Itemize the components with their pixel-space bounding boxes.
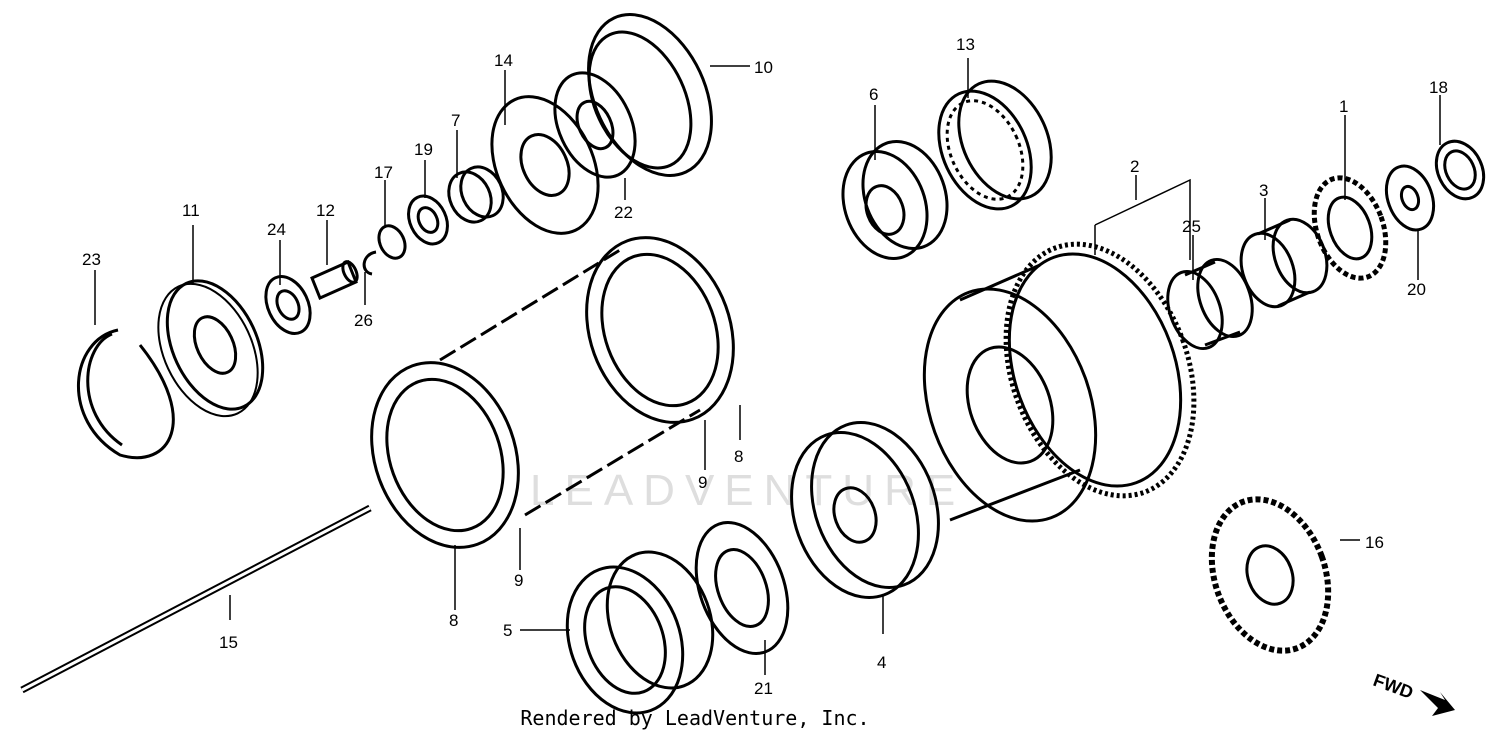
part-collar (447, 165, 505, 224)
label-part-14: 14 (494, 51, 513, 70)
fwd-label: FWD (1371, 670, 1416, 703)
label-part-5: 5 (503, 621, 512, 640)
label-part-23: 23 (82, 250, 101, 269)
label-part-9-upper: 9 (698, 473, 707, 492)
label-part-16: 16 (1365, 533, 1384, 552)
label-part-11: 11 (182, 201, 200, 220)
label-part-22: 22 (614, 203, 633, 222)
part-one-way-clutch (841, 140, 949, 260)
part-output-gear (1208, 496, 1332, 654)
part-plate (157, 279, 265, 418)
label-part-25: 25 (1182, 217, 1201, 236)
label-part-21: 21 (754, 679, 773, 698)
label-part-7: 7 (451, 111, 460, 130)
label-part-1: 1 (1339, 97, 1348, 116)
part-needle-bearing (1166, 257, 1254, 351)
part-bearing (264, 275, 312, 335)
watermark-text: LEADVENTURE (530, 466, 965, 515)
part-washer-large (694, 521, 790, 655)
label-part-6: 6 (869, 85, 878, 104)
part-thrust-washer (553, 71, 637, 179)
label-part-4: 4 (877, 653, 886, 672)
part-nut (377, 224, 407, 260)
part-washer (407, 194, 449, 246)
label-part-17: 17 (374, 163, 393, 182)
label-part-26: 26 (354, 311, 373, 330)
part-pin (310, 259, 359, 301)
part-clip (362, 250, 377, 276)
part-gear-hub (790, 421, 940, 599)
part-sprocket (1311, 175, 1389, 281)
label-part-9-lower: 9 (514, 571, 523, 590)
label-part-20: 20 (1407, 280, 1426, 299)
part-clutch-drum (922, 241, 1197, 523)
part-shaft-core (21, 506, 371, 692)
label-part-8-upper: 8 (734, 447, 743, 466)
credit-text: Rendered by LeadVenture, Inc. (520, 706, 870, 730)
label-part-13: 13 (956, 35, 975, 54)
part-bushing (1239, 217, 1329, 309)
label-part-18: 18 (1429, 78, 1448, 97)
label-part-10: 10 (754, 58, 773, 77)
fwd-arrow-icon (1420, 690, 1455, 716)
label-part-2: 2 (1130, 157, 1139, 176)
label-part-12: 12 (316, 201, 335, 220)
label-part-24: 24 (267, 220, 286, 239)
part-clutch-pack (370, 236, 735, 549)
label-part-8-lower: 8 (449, 611, 458, 630)
label-part-19: 19 (414, 140, 433, 159)
part-small-washer (1384, 164, 1436, 232)
part-hub (565, 550, 715, 715)
part-seal-cup (587, 13, 713, 177)
label-part-3: 3 (1259, 181, 1268, 200)
part-seal (1434, 139, 1486, 201)
label-part-15: 15 (219, 633, 238, 652)
part-snap-ring (76, 328, 175, 460)
part-roller-bearing (937, 79, 1053, 211)
leader-lines (94, 58, 1441, 675)
part-labels: 1 2 3 4 5 6 7 8 8 9 9 10 11 12 13 14 15 … (82, 35, 1448, 698)
